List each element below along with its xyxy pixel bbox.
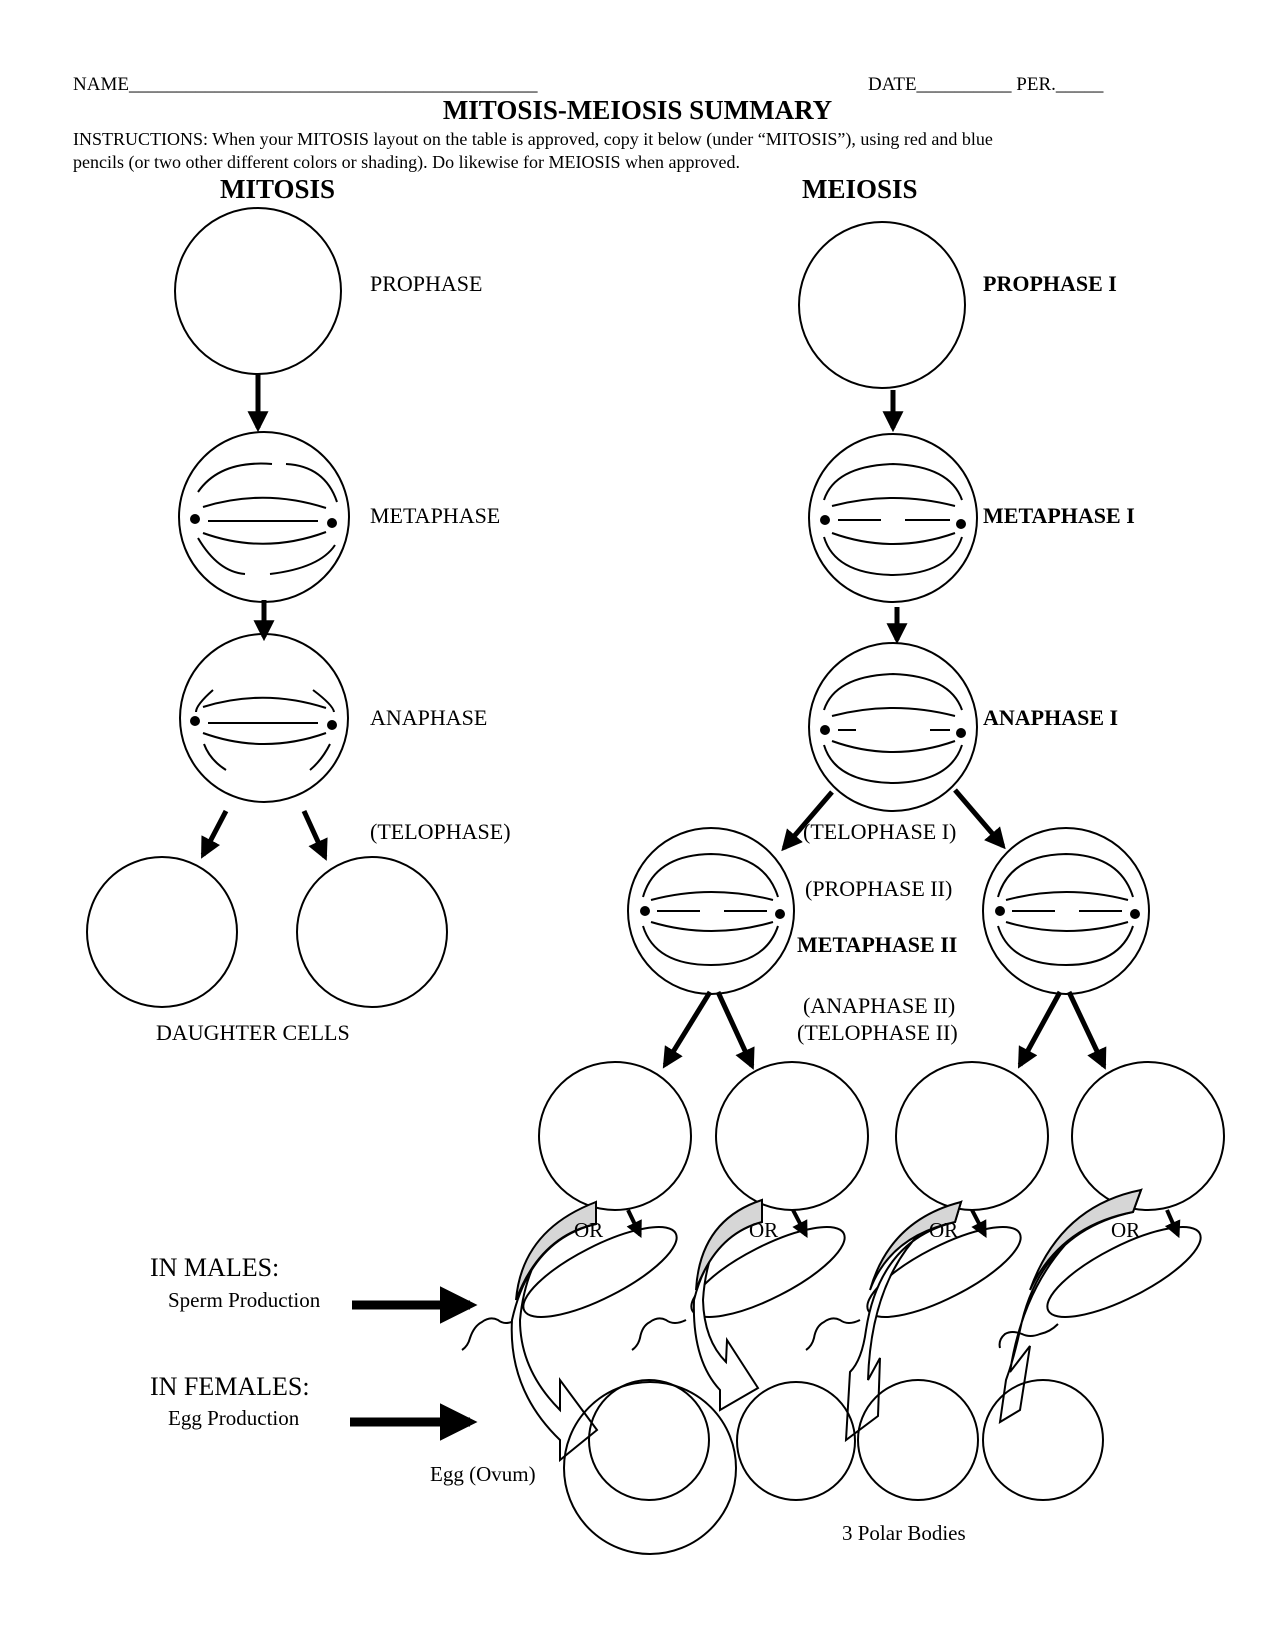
meiosis-metaphase2-cell-right[interactable] [982, 827, 1150, 995]
label-prophase: PROPHASE [370, 271, 483, 296]
polar-bodies-label: 3 Polar Bodies [842, 1521, 966, 1545]
meiosis-product-cell-4[interactable] [1071, 1061, 1225, 1211]
label-anaphase-1: ANAPHASE I [983, 705, 1119, 730]
label-metaphase: METAPHASE [370, 503, 501, 528]
instructions-line-1: INSTRUCTIONS: When your MITOSIS layout o… [73, 129, 993, 149]
label-anaphase: ANAPHASE [370, 705, 488, 730]
curved-arrow-polar-1 [692, 1198, 763, 1412]
polar-body-1[interactable] [736, 1381, 856, 1501]
meiosis-metaphase2-cell-left[interactable] [627, 827, 795, 995]
arrow-icon [715, 990, 755, 1070]
meiosis-product-cell-2[interactable] [715, 1061, 869, 1211]
sperm-cell-3[interactable] [805, 1209, 1032, 1351]
label-telophase-1: (TELOPHASE I) [803, 819, 957, 844]
mitosis-metaphase-cell[interactable] [178, 431, 350, 603]
mitosis-daughter-cell-left[interactable] [86, 856, 238, 1008]
meiosis-product-cell-1[interactable] [538, 1061, 692, 1211]
or-label: OR [929, 1218, 959, 1242]
arrow-icon [781, 790, 834, 852]
arrow-icon [662, 990, 713, 1069]
instructions-line-2: pencils (or two other different colors o… [73, 152, 741, 172]
label-metaphase-1: METAPHASE I [983, 503, 1135, 528]
label-prophase-1: PROPHASE I [983, 271, 1117, 296]
or-label: OR [1111, 1218, 1141, 1242]
sperm-cell-2[interactable] [631, 1209, 856, 1351]
or-label: OR [574, 1218, 604, 1242]
name-field[interactable]: NAME____________________________________… [73, 74, 538, 95]
arrow-icon [953, 788, 1006, 850]
label-telophase-2: (TELOPHASE II) [797, 1020, 958, 1045]
meiosis-prophase1-cell[interactable] [798, 221, 966, 389]
label-prophase-2: (PROPHASE II) [805, 876, 953, 901]
curved-arrow-egg [510, 1200, 599, 1463]
females-subtitle: Egg Production [168, 1406, 300, 1430]
mitosis-heading: MITOSIS [220, 174, 336, 204]
meiosis-metaphase1-cell[interactable] [808, 433, 978, 603]
polar-body-3[interactable] [982, 1379, 1104, 1501]
meiosis-anaphase1-cell[interactable] [808, 642, 978, 812]
label-anaphase-2: (ANAPHASE II) [803, 993, 956, 1018]
mitosis-prophase-cell[interactable] [174, 207, 342, 375]
curved-arrow-polar-3 [998, 1188, 1143, 1424]
males-title: IN MALES: [150, 1253, 280, 1282]
egg-label: Egg (Ovum) [430, 1462, 536, 1486]
label-daughter-cells: DAUGHTER CELLS [156, 1020, 350, 1045]
mitosis-daughter-cell-right[interactable] [296, 856, 448, 1008]
meiosis-heading: MEIOSIS [802, 174, 918, 204]
arrow-icon [200, 809, 229, 859]
sperm-cell-1[interactable] [461, 1209, 688, 1351]
page-title: MITOSIS-MEIOSIS SUMMARY [442, 95, 833, 125]
sperm-cell-4[interactable] [998, 1209, 1212, 1349]
meiosis-product-cell-3[interactable] [895, 1061, 1049, 1211]
curved-arrow-polar-2 [844, 1199, 963, 1443]
date-period-field[interactable]: DATE__________ PER._____ [868, 74, 1104, 95]
label-metaphase-2: METAPHASE II [797, 932, 958, 957]
arrow-icon [301, 809, 328, 861]
label-telophase: (TELOPHASE) [370, 819, 511, 844]
egg-cell[interactable] [563, 1379, 737, 1555]
mitosis-anaphase-cell[interactable] [179, 633, 349, 803]
males-subtitle: Sperm Production [168, 1288, 321, 1312]
females-title: IN FEMALES: [150, 1372, 310, 1401]
arrow-icon [1066, 990, 1107, 1070]
polar-body-2[interactable] [857, 1379, 979, 1501]
arrow-icon [1017, 990, 1063, 1069]
or-label: OR [749, 1218, 779, 1242]
